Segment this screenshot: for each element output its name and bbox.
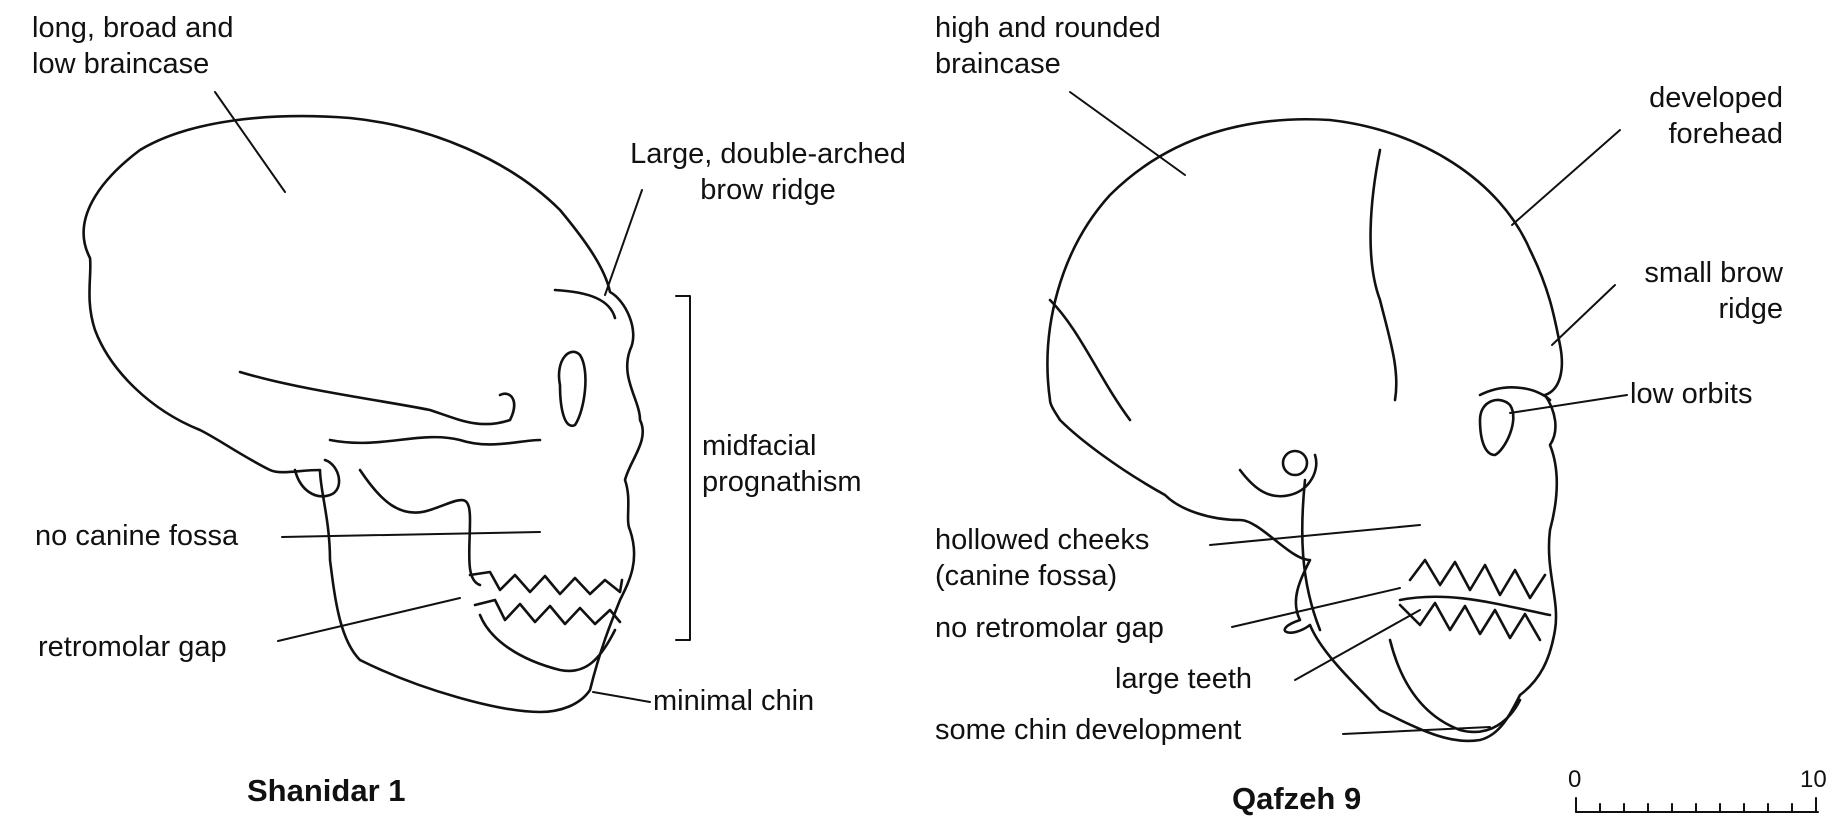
qafzeh-lower-teeth xyxy=(1398,601,1542,642)
shanidar-vault-base xyxy=(238,370,516,426)
label-low-orbits: low orbits xyxy=(1630,378,1753,410)
scale-label-start: 0 xyxy=(1568,766,1582,793)
shanidar-brow xyxy=(553,288,617,320)
shanidar-cranium-outline xyxy=(82,114,645,714)
label-hollowed-cheeks: hollowed cheeks (canine fossa) xyxy=(935,524,1150,592)
qafzeh-occlusal-line xyxy=(1398,595,1552,617)
label-large-teeth: large teeth xyxy=(1115,663,1253,695)
label-long-broad-low-braincase: long, broad and low braincase xyxy=(32,12,234,80)
label-no-canine-fossa: no canine fossa xyxy=(35,520,239,552)
qafzeh-mandible xyxy=(1388,638,1522,734)
label-large-double-arched-brow-ridge: Large, double-arched brow ridge xyxy=(630,138,906,206)
shanidar-lower-teeth xyxy=(473,598,622,626)
scale-label-end: 10 xyxy=(1800,766,1827,793)
caption-qafzeh-9: Qafzeh 9 xyxy=(1232,781,1362,816)
shanidar-mastoid xyxy=(293,458,341,498)
shanidar-skull-drawing xyxy=(82,114,645,714)
qafzeh-cranium-outline xyxy=(1046,118,1564,743)
qafzeh-ramus xyxy=(1300,478,1322,632)
label-no-retromolar-gap: no retromolar gap xyxy=(935,612,1164,644)
label-developed-forehead: developed forehead xyxy=(1649,82,1783,150)
label-retromolar-gap: retromolar gap xyxy=(38,631,227,663)
qafzeh-callouts xyxy=(1069,91,1628,735)
label-minimal-chin: minimal chin xyxy=(653,685,815,717)
shanidar-orbit xyxy=(557,350,587,428)
qafzeh-lambdoid-suture xyxy=(1048,298,1132,422)
shanidar-upper-teeth xyxy=(468,570,624,596)
label-small-brow-ridge: small brow ridge xyxy=(1644,257,1783,325)
qafzeh-orbit xyxy=(1478,398,1515,457)
qafzeh-ear-canal xyxy=(1281,449,1309,477)
label-midfacial-prognathism: midfacial prognathism xyxy=(702,430,862,498)
shanidar-ramus xyxy=(358,468,482,587)
label-some-chin-development: some chin development xyxy=(935,714,1242,746)
qafzeh-skull-drawing xyxy=(1046,118,1564,743)
shanidar-temporal-line xyxy=(328,435,542,446)
label-high-rounded-braincase: high and rounded braincase xyxy=(935,12,1161,80)
qafzeh-mastoid xyxy=(1238,453,1318,498)
qafzeh-upper-teeth xyxy=(1408,558,1547,600)
caption-shanidar-1: Shanidar 1 xyxy=(247,773,406,808)
shanidar-mandible xyxy=(478,613,617,673)
qafzeh-coronal-suture xyxy=(1369,148,1398,402)
scale-bar xyxy=(1575,797,1819,813)
shanidar-callouts xyxy=(214,91,691,703)
qafzeh-brow xyxy=(1478,386,1552,402)
